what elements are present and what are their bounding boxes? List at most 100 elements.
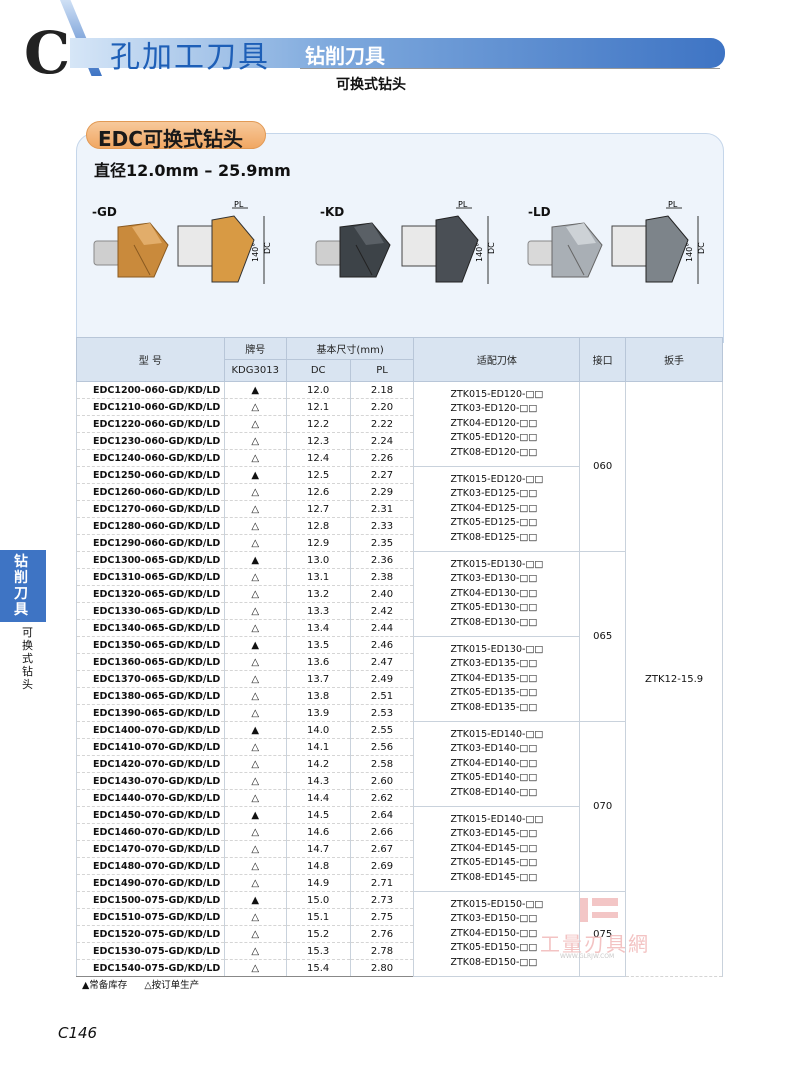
model-cell: EDC1270-060-GD/KD/LD bbox=[76, 500, 225, 518]
dc-cell: 14.6 bbox=[285, 823, 351, 841]
header-basic-size: 基本尺寸(mm) bbox=[285, 337, 415, 360]
grade-cell: △ bbox=[223, 653, 287, 671]
grade-cell: △ bbox=[223, 687, 287, 705]
pl-cell: 2.67 bbox=[349, 840, 415, 858]
dc-cell: 14.9 bbox=[285, 874, 351, 892]
product-badge bbox=[86, 121, 266, 149]
dc-cell: 13.9 bbox=[285, 704, 351, 722]
grade-cell: ▲ bbox=[223, 551, 287, 569]
dc-cell: 13.3 bbox=[285, 602, 351, 620]
model-cell: EDC1500-075-GD/KD/LD bbox=[76, 891, 225, 909]
profile-drawing-kd: PL DC 140° bbox=[401, 200, 496, 284]
header-pl: PL bbox=[349, 359, 415, 382]
model-cell: EDC1490-070-GD/KD/LD bbox=[76, 874, 225, 892]
dc-cell: 14.4 bbox=[285, 789, 351, 807]
holder-item: ZTK04-ED120-□□ bbox=[450, 417, 538, 429]
product-name: EDC可换式钻头 bbox=[98, 127, 243, 151]
grade-cell: △ bbox=[223, 738, 287, 756]
model-cell: EDC1340-065-GD/KD/LD bbox=[76, 619, 225, 637]
grade-cell: △ bbox=[223, 874, 287, 892]
grade-cell: ▲ bbox=[223, 806, 287, 824]
pl-cell: 2.51 bbox=[349, 687, 415, 705]
section-title: 孔加工刀具 bbox=[110, 40, 270, 75]
model-cell: EDC1520-075-GD/KD/LD bbox=[76, 925, 225, 943]
grade-cell: △ bbox=[223, 568, 287, 586]
pl-cell: 2.20 bbox=[349, 398, 415, 416]
dc-cell: 13.0 bbox=[285, 551, 351, 569]
legend-order: △按订单生产 bbox=[144, 980, 200, 991]
model-cell: EDC1430-070-GD/KD/LD bbox=[76, 772, 225, 790]
pl-cell: 2.26 bbox=[349, 449, 415, 467]
pl-cell: 2.22 bbox=[349, 415, 415, 433]
category-title: 钻削刀具 bbox=[305, 44, 385, 68]
dc-cell: 12.6 bbox=[285, 483, 351, 501]
model-cell: EDC1400-070-GD/KD/LD bbox=[76, 721, 225, 739]
dc-label-ld: DC bbox=[697, 242, 706, 254]
holder-item: ZTK015-ED130-□□ bbox=[450, 643, 544, 655]
holder-item: ZTK08-ED140-□□ bbox=[450, 786, 538, 798]
dc-cell: 12.8 bbox=[285, 517, 351, 535]
holder-item: ZTK08-ED125-□□ bbox=[450, 531, 538, 543]
model-cell: EDC1470-070-GD/KD/LD bbox=[76, 840, 225, 858]
model-cell: EDC1240-060-GD/KD/LD bbox=[76, 449, 225, 467]
dc-cell: 13.6 bbox=[285, 653, 351, 671]
dc-cell: 13.8 bbox=[285, 687, 351, 705]
grade-cell: △ bbox=[223, 602, 287, 620]
pl-cell: 2.56 bbox=[349, 738, 415, 756]
holder-item: ZTK015-ED130-□□ bbox=[450, 558, 544, 570]
profile-drawing-gd: PL DC 140° bbox=[177, 200, 272, 284]
model-cell: EDC1390-065-GD/KD/LD bbox=[76, 704, 225, 722]
watermark-text: 工量刃具網 bbox=[540, 932, 650, 956]
dc-cell: 12.5 bbox=[285, 466, 351, 484]
grade-cell: △ bbox=[223, 517, 287, 535]
holder-item: ZTK03-ED125-□□ bbox=[450, 488, 538, 500]
grade-cell: △ bbox=[223, 704, 287, 722]
holder-item: ZTK015-ED120-□□ bbox=[450, 473, 544, 485]
holder-item: ZTK03-ED140-□□ bbox=[450, 743, 538, 755]
pl-label-ld: PL bbox=[668, 200, 678, 209]
model-cell: EDC1230-060-GD/KD/LD bbox=[76, 432, 225, 450]
pl-cell: 2.75 bbox=[349, 908, 415, 926]
model-cell: EDC1210-060-GD/KD/LD bbox=[76, 398, 225, 416]
holder-item: ZTK04-ED135-□□ bbox=[450, 672, 538, 684]
holder-item: ZTK03-ED120-□□ bbox=[450, 403, 538, 415]
grade-cell: △ bbox=[223, 857, 287, 875]
dc-cell: 15.1 bbox=[285, 908, 351, 926]
pl-label-gd: PL bbox=[234, 200, 244, 209]
grade-cell: ▲ bbox=[223, 381, 287, 399]
model-cell: EDC1420-070-GD/KD/LD bbox=[76, 755, 225, 773]
holder-group: ZTK015-ED120-□□ZTK03-ED125-□□ZTK04-ED125… bbox=[413, 466, 581, 552]
side-tab-label: 钻削刀具 bbox=[14, 554, 28, 618]
grade-cell: △ bbox=[223, 942, 287, 960]
dc-cell: 14.2 bbox=[285, 755, 351, 773]
model-cell: EDC1260-060-GD/KD/LD bbox=[76, 483, 225, 501]
pl-cell: 2.80 bbox=[349, 959, 415, 977]
pl-cell: 2.53 bbox=[349, 704, 415, 722]
pl-cell: 2.44 bbox=[349, 619, 415, 637]
pl-cell: 2.78 bbox=[349, 942, 415, 960]
pl-cell: 2.38 bbox=[349, 568, 415, 586]
holder-item: ZTK03-ED150-□□ bbox=[450, 913, 538, 925]
model-cell: EDC1460-070-GD/KD/LD bbox=[76, 823, 225, 841]
holder-group: ZTK015-ED150-□□ZTK03-ED150-□□ZTK04-ED150… bbox=[413, 891, 581, 977]
pl-cell: 2.60 bbox=[349, 772, 415, 790]
holder-item: ZTK04-ED150-□□ bbox=[450, 927, 538, 939]
dc-cell: 12.4 bbox=[285, 449, 351, 467]
angle-label-gd: 140° bbox=[251, 243, 260, 262]
model-cell: EDC1280-060-GD/KD/LD bbox=[76, 517, 225, 535]
dc-cell: 15.0 bbox=[285, 891, 351, 909]
